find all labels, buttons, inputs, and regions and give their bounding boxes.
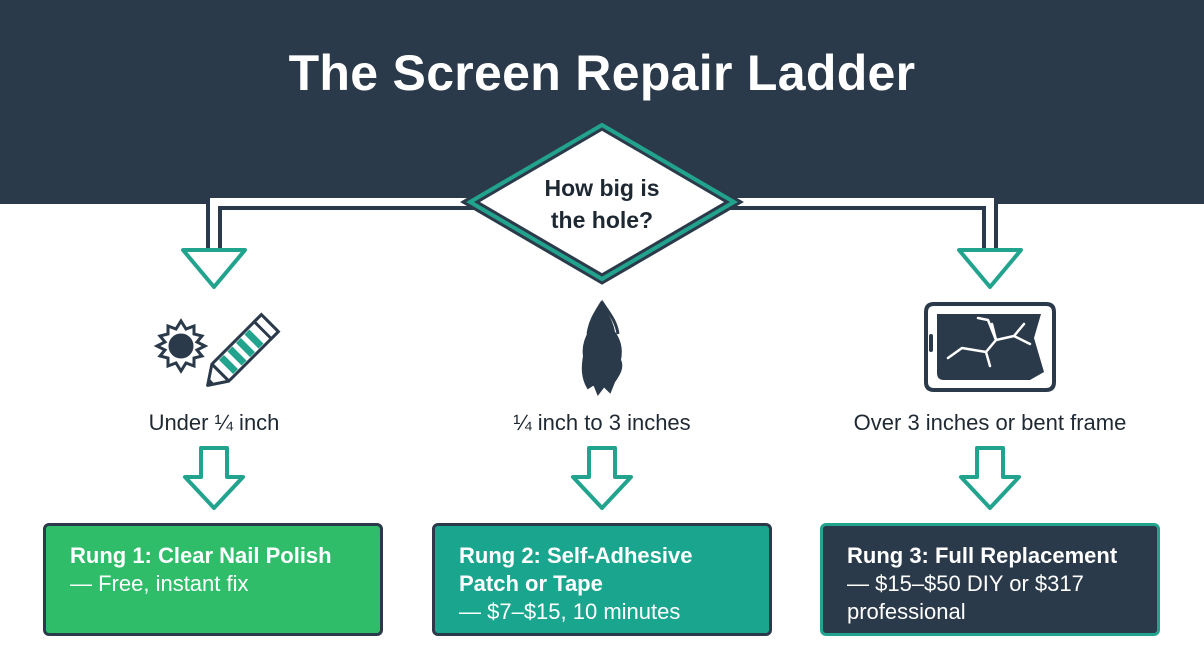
arrow-down-icon: [957, 248, 1023, 289]
rung-2-detail: — $7–$15, 10 minutes: [459, 599, 681, 624]
arrow-down-icon: [181, 248, 247, 289]
question-line-1: How big is: [544, 175, 660, 201]
arrow-down-icon: [183, 446, 245, 510]
arrow-down-icon: [959, 446, 1021, 510]
question-line-2: the hole?: [550, 207, 654, 233]
branch-connectors: [206, 194, 998, 250]
rung-3-detail-line-1: — $15–$50 DIY or $317: [847, 571, 1084, 596]
rung-1-detail: — Free, instant fix: [70, 571, 249, 596]
rung-3-box: Rung 3: Full Replacement — $15–$50 DIY o…: [820, 523, 1160, 636]
broken-screen-icon: [924, 302, 1056, 392]
rung-2-box: Rung 2: Self-Adhesive Patch or Tape — $7…: [432, 523, 772, 636]
condition-label-2: ¼ inch to 3 inches: [513, 410, 691, 435]
condition-label-3: Over 3 inches or bent frame: [853, 410, 1127, 435]
rung-2-title-line-2: Patch or Tape: [459, 571, 603, 596]
condition-label-1: Under ¼ inch: [148, 410, 280, 435]
arrow-down-icon: [571, 446, 633, 510]
rung-1-box: Rung 1: Clear Nail Polish — Free, instan…: [43, 523, 383, 636]
rung-2-title-line-1: Rung 2: Self-Adhesive: [459, 543, 693, 568]
decision-question: How big is the hole?: [500, 172, 704, 236]
rung-1-title: Rung 1: Clear Nail Polish: [70, 543, 332, 568]
rung-3-detail-line-2: professional: [847, 599, 966, 624]
rung-3-title: Rung 3: Full Replacement: [847, 543, 1118, 568]
page-title: The Screen Repair Ladder: [288, 45, 916, 101]
torn-hole-icon: [581, 299, 623, 397]
nail-polish-icon: [153, 312, 281, 387]
